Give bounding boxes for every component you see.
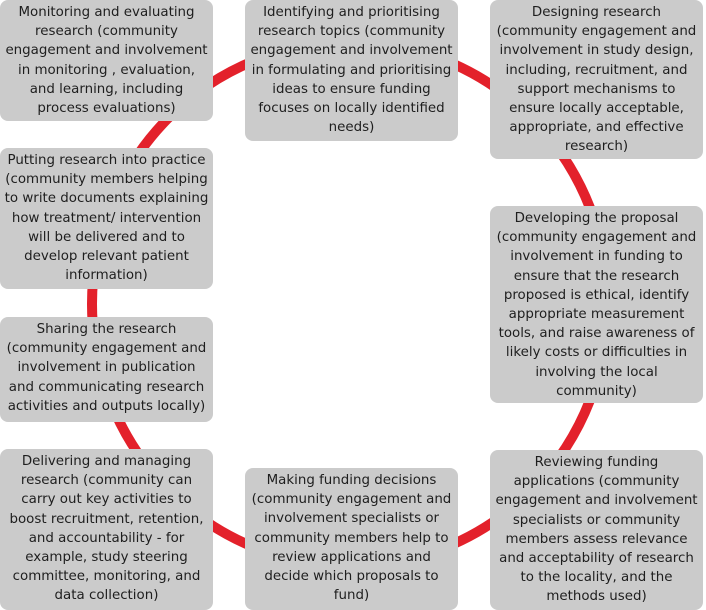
stage-monitoring-text: Monitoring and evaluating research (comm… [5, 5, 208, 117]
stage-delivering: Delivering and managing research (commun… [0, 449, 213, 610]
stage-identifying-text: Identifying and prioritising research to… [250, 5, 453, 136]
stage-reviewing-text: Reviewing funding applications (communit… [495, 455, 698, 605]
stage-reviewing: Reviewing funding applications (communit… [490, 450, 703, 610]
stage-delivering-text: Delivering and managing research (commun… [9, 454, 204, 604]
stage-developing-text: Developing the proposal (community engag… [496, 211, 697, 399]
stage-making: Making funding decisions (community enga… [245, 468, 458, 610]
stage-designing: Designing research (community engagement… [490, 0, 703, 159]
stage-identifying: Identifying and prioritising research to… [245, 0, 458, 141]
stage-sharing: Sharing the research (community engageme… [0, 317, 213, 422]
stage-developing: Developing the proposal (community engag… [490, 206, 703, 403]
stage-making-text: Making funding decisions (community enga… [251, 473, 452, 604]
stage-putting: Putting research into practice (communit… [0, 148, 213, 289]
stage-designing-text: Designing research (community engagement… [496, 5, 697, 155]
stage-putting-text: Putting research into practice (communit… [4, 153, 209, 284]
stage-monitoring: Monitoring and evaluating research (comm… [0, 0, 213, 121]
stage-sharing-text: Sharing the research (community engageme… [6, 322, 207, 414]
